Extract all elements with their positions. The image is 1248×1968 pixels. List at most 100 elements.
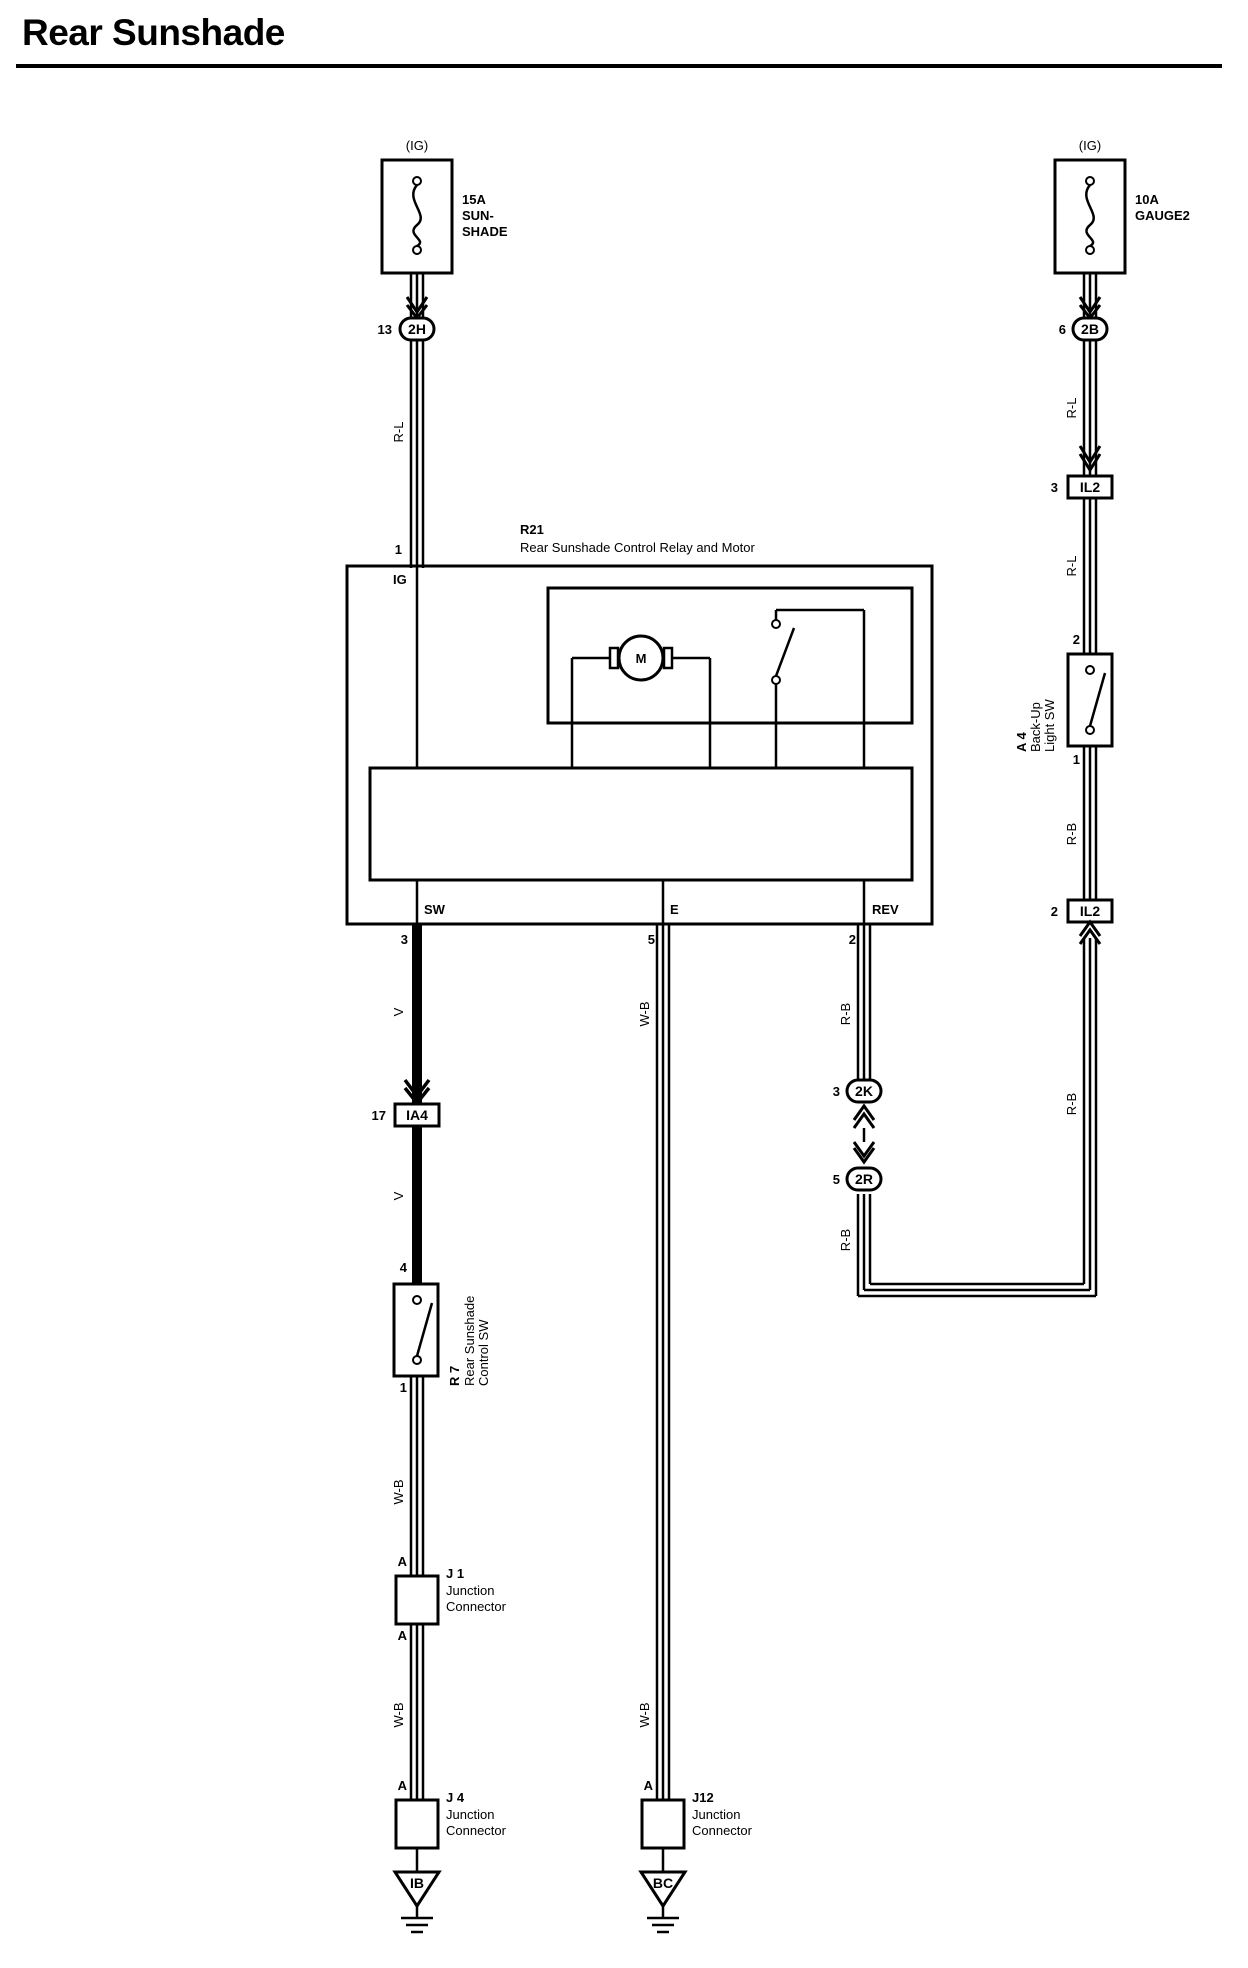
fuse-left-rating: 15A — [462, 192, 486, 207]
j1-name1: Junction — [446, 1583, 494, 1598]
relay-pin-rev: 2 — [849, 932, 856, 947]
connector-2r-id: 2R — [855, 1171, 873, 1187]
control-sw-name1: Rear Sunshade — [462, 1296, 477, 1386]
connector-il2-upper-id: IL2 — [1080, 479, 1100, 495]
switch-contact-icon — [415, 1302, 434, 1357]
rear-sunshade-control-sw: 4 1 R 7 Rear Sunshade Control SW — [392, 1260, 491, 1395]
relay-pin-ig: 1 — [395, 542, 402, 557]
backup-sw-name2: Light SW — [1042, 699, 1057, 752]
ground-ib-label: IB — [410, 1875, 424, 1891]
fuse-left-name2: SHADE — [462, 224, 508, 239]
connector-2h-pin: 13 — [378, 322, 392, 337]
j4-name2: Connector — [446, 1823, 507, 1838]
motor-label: M — [636, 651, 647, 666]
ground-ib-icon: IB — [392, 1870, 442, 1934]
j4-code: J 4 — [446, 1790, 465, 1805]
connector-il2-lower-id: IL2 — [1080, 903, 1100, 919]
wire-wb-left — [409, 1376, 425, 1872]
page-title: Rear Sunshade — [22, 12, 285, 53]
wire-label-rb-rev1: R-B — [838, 1003, 853, 1025]
wire-label-v-upper: V — [391, 1007, 406, 1016]
switch-contact-icon — [1088, 672, 1107, 727]
backup-sw-code: A 4 — [1014, 731, 1029, 752]
fuse-left-name1: SUN- — [462, 208, 494, 223]
fuse-right-rating: 10A — [1135, 192, 1159, 207]
control-sw-pin-top: 4 — [400, 1260, 408, 1275]
j1-pin-bottom: A — [398, 1628, 408, 1643]
fuse-10a: (IG) 10A GAUGE2 — [1053, 138, 1190, 275]
relay-terminal-sw: SW — [424, 902, 446, 917]
wire-v: V IA4 17 V — [372, 924, 441, 1288]
control-sw-code: R 7 — [447, 1366, 462, 1386]
relay-terminal-ig: IG — [393, 572, 407, 587]
connector-il2-upper: IL2 3 — [1051, 474, 1114, 500]
fuse-element-icon — [1085, 184, 1095, 248]
relay-inner-box — [546, 586, 914, 725]
wire-label-v-lower: V — [391, 1191, 406, 1200]
connector-2b-id: 2B — [1081, 321, 1099, 337]
fuse-15a: (IG) 15A SUN- SHADE — [380, 138, 508, 275]
relay-housing — [345, 564, 934, 926]
control-sw-name2: Control SW — [476, 1319, 491, 1386]
connector-2k-pin: 3 — [833, 1084, 840, 1099]
j12-code: J12 — [692, 1790, 714, 1805]
backup-sw-pin-top: 2 — [1073, 632, 1080, 647]
wire-rb-right-low — [1082, 938, 1098, 1062]
wire-rb-rev — [856, 924, 1098, 1298]
relay-pin-e: 5 — [648, 932, 655, 947]
connector-il2-lower: IL2 2 — [1051, 898, 1114, 924]
relay-code: R21 — [520, 522, 544, 537]
relay-pin-sw: 3 — [401, 932, 408, 947]
connector-il2-upper-pin: 3 — [1051, 480, 1058, 495]
wire-label-wb-left1: W-B — [391, 1479, 406, 1504]
connector-arrow-icon — [852, 1141, 876, 1165]
connector-ia4-id: IA4 — [406, 1107, 428, 1123]
connector-2b: 2B 6 — [1059, 316, 1109, 342]
wire-label-rb-rev2: R-B — [838, 1229, 853, 1251]
j4-pin-top: A — [398, 1778, 408, 1793]
connector-arrow-icon — [1078, 445, 1102, 473]
backup-light-sw: 2 1 A 4 Back-Up Light SW — [1014, 632, 1114, 767]
wire-label-rb-right-mid: R-B — [1064, 823, 1079, 845]
wire-label-rb-right-low: R-B — [1064, 1093, 1079, 1115]
connector-2h-id: 2H — [408, 321, 426, 337]
relay-control-circuit — [368, 766, 914, 882]
wire-label-rl-right2: R-L — [1064, 556, 1079, 577]
relay-terminal-e: E — [670, 902, 679, 917]
junction-j4: A J 4 Junction Connector — [394, 1778, 507, 1850]
junction-j1: A A J 1 Junction Connector — [394, 1554, 507, 1643]
j12-pin-top: A — [644, 1778, 654, 1793]
relay-terminal-rev: REV — [872, 902, 899, 917]
relay-name: Rear Sunshade Control Relay and Motor — [520, 540, 756, 555]
connector-2r-pin: 5 — [833, 1172, 840, 1187]
relay-contact-icon — [771, 608, 866, 768]
backup-sw-name1: Back-Up — [1028, 702, 1043, 752]
relay-r21: R21 Rear Sunshade Control Relay and Moto… — [345, 522, 934, 947]
j12-name1: Junction — [692, 1807, 740, 1822]
connector-2r: 2R 5 — [833, 1166, 883, 1192]
wire-label-wb-left2: W-B — [391, 1702, 406, 1727]
connector-il2-lower-pin: 2 — [1051, 904, 1058, 919]
control-sw-pin-bottom: 1 — [400, 1380, 407, 1395]
j1-pin-top: A — [398, 1554, 408, 1569]
j1-name2: Connector — [446, 1599, 507, 1614]
fuse-element-icon — [412, 184, 422, 248]
title-rule — [16, 64, 1222, 68]
motor-icon: M — [570, 634, 712, 768]
backup-sw-pin-bottom: 1 — [1073, 752, 1080, 767]
wire-rl-right — [1082, 274, 1098, 900]
wire-label-rl: R-L — [391, 422, 406, 443]
junction-j12: A J12 Junction Connector — [640, 1778, 753, 1850]
fuse-left-source: (IG) — [406, 138, 428, 153]
connector-2h: 2H 13 — [378, 316, 436, 342]
fuse-right-source: (IG) — [1079, 138, 1101, 153]
connector-2b-pin: 6 — [1059, 322, 1066, 337]
fuse-right-name1: GAUGE2 — [1135, 208, 1190, 223]
connector-2k: 2K 3 — [833, 1078, 883, 1104]
wire-wb-mid — [655, 924, 671, 1872]
j1-code: J 1 — [446, 1566, 464, 1581]
connector-2k-id: 2K — [855, 1083, 873, 1099]
ground-bc-icon: BC — [638, 1870, 688, 1934]
wire-label-rl-right1: R-L — [1064, 398, 1079, 419]
